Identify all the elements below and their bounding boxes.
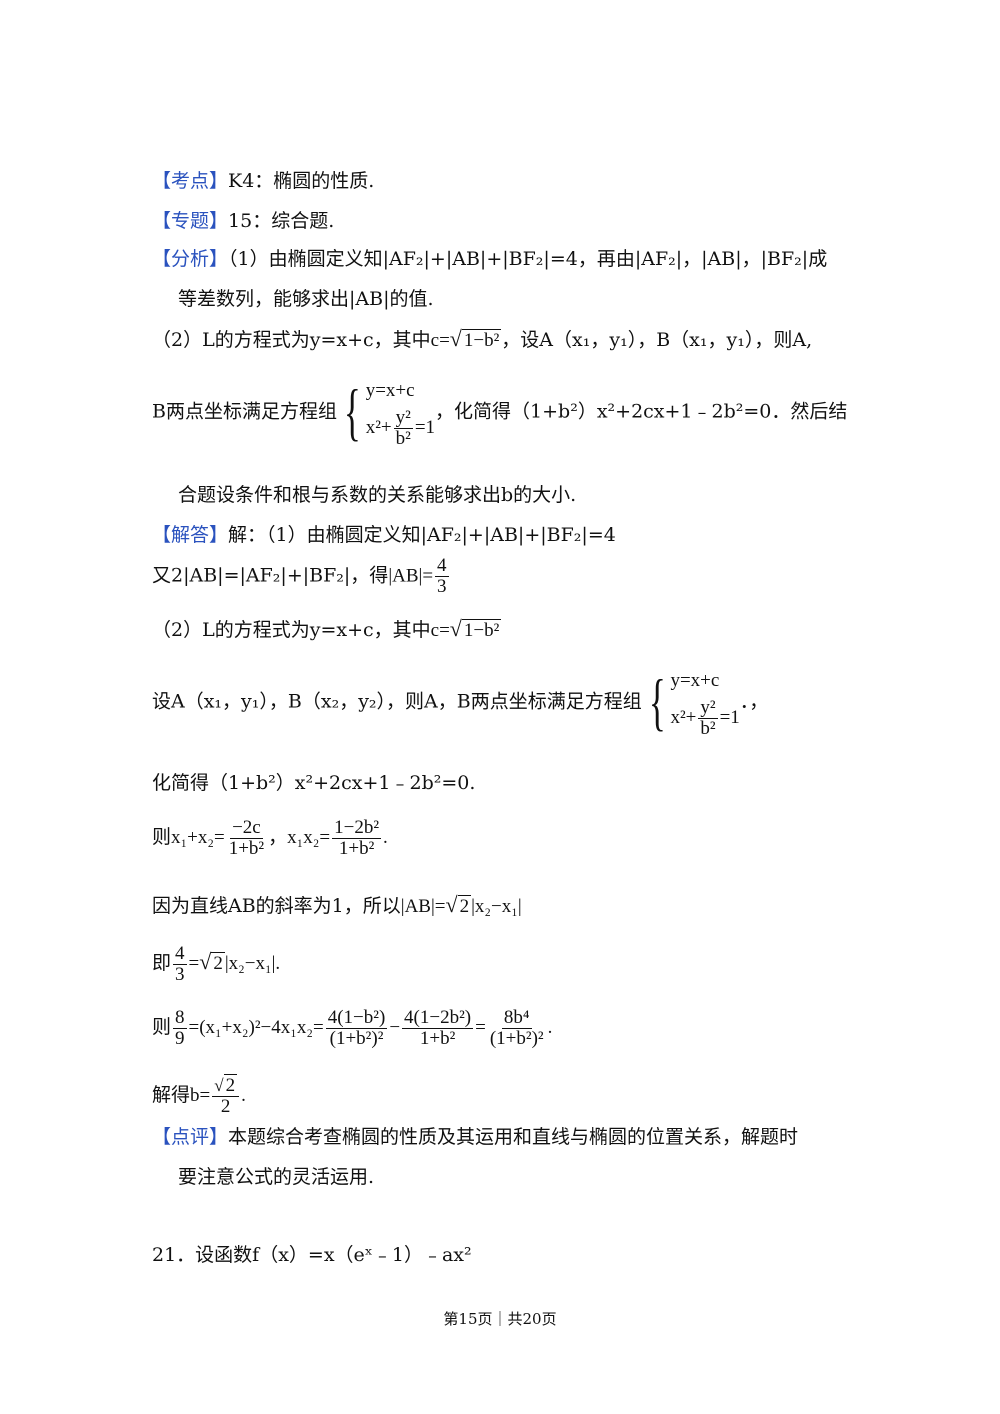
fenxi-line-2: 等差数列，能够求出|AB|的值. (178, 288, 434, 310)
jieda-tag: 【解答】 (152, 524, 229, 546)
dianping-text-1: 本题综合考查椭圆的性质及其运用和直线与椭圆的位置关系，解题时 (228, 1126, 799, 1148)
sqrt-radicand: 1−b² (461, 329, 502, 351)
fenxi-line-3: （2）L的方程式为y=x+c，其中c=√1−b²，设A（x₁，y₁），B（x₁，… (152, 326, 812, 354)
zhuanti-tag: 【专题】 (152, 210, 229, 232)
sqrt-expression-2: √1−b² (449, 616, 502, 641)
dianping-line-1: 【点评】本题综合考查椭圆的性质及其运用和直线与椭圆的位置关系，解题时 (152, 1124, 798, 1150)
fenxi-text-4b: ，化简得（1+b²）x²+2cx+1﹣2b²=0．然后结 (435, 400, 848, 423)
fenxi-text-3a: （2）L的方程式为y=x+c，其中 (152, 329, 431, 351)
fenxi-line-1: 【分析】（1）由椭圆定义知|AF₂|+|AB|+|BF₂|=4，再由|AF₂|，… (152, 246, 827, 272)
c-equals: c= (430, 330, 450, 351)
fenxi-text-3b: ，设A（x₁，y₁），B（x₁，y₁），则A, (501, 329, 813, 351)
jieda-text-2a: 又2|AB|=|AF₂|+|BF₂|，得 (152, 564, 389, 587)
jieda-text-3a: （2）L的方程式为y=x+c，其中 (152, 619, 431, 641)
zhuanti-text: 15：综合题. (228, 210, 335, 232)
question-21: 21．设函数f（x）=x（eˣ﹣1）﹣ax² (152, 1244, 472, 1266)
jieda-line-7: 因为直线AB的斜率为1，所以|AB|=√2|x₂−x₁| (152, 892, 522, 917)
abs-ab-label: |AB|= (388, 565, 434, 587)
jieda-text-4a: 设A（x₁，y₁），B（x₂，y₂），则A，B两点坐标满足方程组 (152, 690, 642, 713)
fenxi-tag: 【分析】 (152, 248, 229, 270)
jieda-line-5: 化简得（1+b²）x²+2cx+1﹣2b²=0. (152, 772, 476, 794)
fenxi-line-5: 合题设条件和根与系数的关系能够求出b的大小. (178, 484, 577, 506)
fenxi-text-1: （1）由椭圆定义知|AF₂|+|AB|+|BF₂|=4，再由|AF₂|，|AB|… (228, 248, 828, 270)
system-line-1: y=x+c (365, 380, 415, 401)
jieda-line-1: 【解答】解：（1）由椭圆定义知|AF₂|+|AB|+|BF₂|=4 (152, 522, 616, 548)
kaodian-line: 【考点】K4：椭圆的性质. (152, 168, 374, 194)
jieda-line-3: （2）L的方程式为y=x+c，其中c=√1−b² (152, 616, 502, 644)
dianping-line-2: 要注意公式的灵活运用. (178, 1166, 375, 1188)
jieda-text-4b: ．， (739, 690, 769, 713)
page-footer: 第15页｜共20页 (443, 1310, 557, 1328)
zhuanti-line: 【专题】15：综合题. (152, 208, 334, 234)
kaodian-text: K4：椭圆的性质. (228, 170, 375, 192)
dianping-tag: 【点评】 (152, 1126, 229, 1148)
fenxi-text-4a: B两点坐标满足方程组 (152, 400, 337, 423)
sqrt-expression: √1−b² (449, 326, 502, 351)
kaodian-tag: 【考点】 (152, 170, 229, 192)
jieda-text-1: 解：（1）由椭圆定义知|AF₂|+|AB|+|BF₂|=4 (228, 524, 616, 546)
